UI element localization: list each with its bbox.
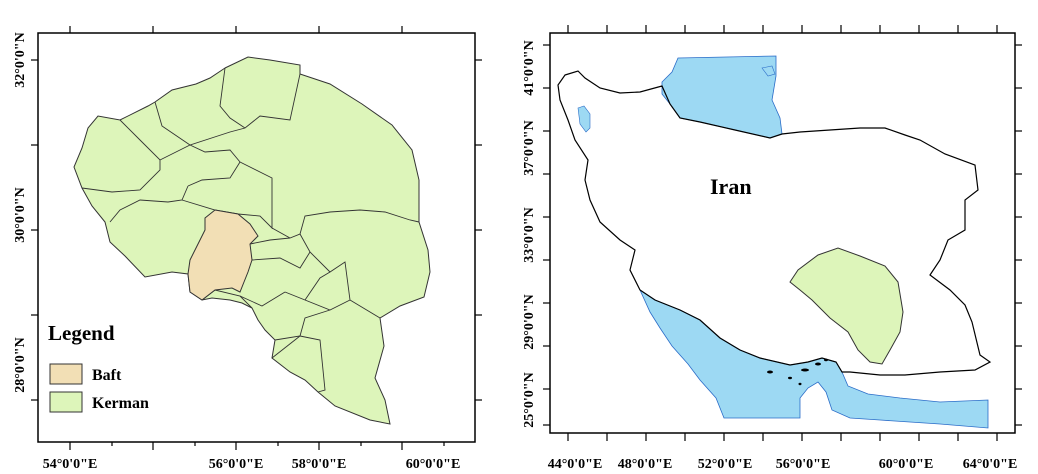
- left-map: Legend Baft Kerman 54°0'0"E 56°0'0"E 58°…: [13, 26, 482, 472]
- baft-district: [187, 209, 259, 301]
- left-x-tick-label: 54°0'0"E: [43, 457, 98, 472]
- left-x-tick-labels: 54°0'0"E 56°0'0"E 58°0'0"E 60°0'0"E: [43, 457, 461, 472]
- right-y-tick-label: 25°0'0"N: [522, 372, 537, 427]
- caspian-bay: [761, 65, 776, 77]
- right-y-tick-labels: 41°0'0"N 37°0'0"N 33°0'0"N 29°0'0"N 25°0…: [522, 40, 537, 427]
- left-y-tick-label: 32°0'0"N: [13, 32, 28, 87]
- legend-title: Legend: [48, 321, 115, 345]
- country-label: Iran: [710, 174, 752, 199]
- left-x-tick-label: 60°0'0"E: [406, 457, 461, 472]
- right-x-tick-label: 60°0'0"E: [879, 457, 934, 472]
- right-x-tick-label: 44°0'0"E: [548, 457, 603, 472]
- left-y-tick-label: 28°0'0"N: [13, 337, 28, 392]
- left-y-tick-labels: 32°0'0"N 30°0'0"N 28°0'0"N: [13, 32, 28, 392]
- map-legend: Legend Baft Kerman: [48, 321, 149, 413]
- gulf-islands: [767, 358, 828, 386]
- legend-label-baft: Baft: [92, 367, 122, 384]
- right-y-tick-label: 33°0'0"N: [522, 207, 537, 262]
- legend-label-kerman: Kerman: [92, 395, 149, 412]
- right-map: Iran 44°0'0"E 48°0'0"E 52°0'0"E 56°0'0"E…: [522, 25, 1022, 472]
- left-x-tick-label: 58°0'0"E: [292, 457, 347, 472]
- right-y-tick-label: 29°0'0"N: [522, 294, 537, 349]
- right-map-ticks: [543, 25, 1022, 441]
- right-x-tick-labels: 44°0'0"E 48°0'0"E 52°0'0"E 56°0'0"E 60°0…: [548, 457, 1018, 472]
- legend-swatch-baft: [49, 363, 83, 385]
- right-y-tick-label: 41°0'0"N: [522, 40, 537, 95]
- right-x-tick-label: 64°0'0"E: [963, 457, 1018, 472]
- lake-urmia: [577, 105, 591, 133]
- legend-swatch-kerman: [49, 391, 83, 413]
- left-x-tick-label: 56°0'0"E: [209, 457, 264, 472]
- right-y-tick-label: 37°0'0"N: [522, 120, 537, 175]
- left-map-ticks: [31, 26, 482, 450]
- left-y-tick-label: 30°0'0"N: [13, 187, 28, 242]
- right-x-tick-label: 48°0'0"E: [618, 457, 673, 472]
- kerman-on-iran: [789, 247, 904, 365]
- right-x-tick-label: 52°0'0"E: [698, 457, 753, 472]
- iran-border: [557, 70, 992, 376]
- right-x-tick-label: 56°0'0"E: [776, 457, 831, 472]
